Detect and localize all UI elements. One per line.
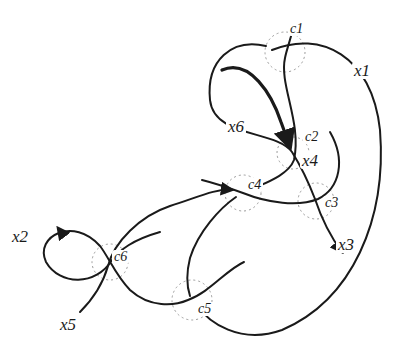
crossing-label: c2 bbox=[303, 130, 320, 144]
knot-strand bbox=[58, 228, 64, 236]
arc-label: x5 bbox=[58, 316, 78, 333]
knot-strands bbox=[44, 28, 381, 335]
crossing-label: c5 bbox=[196, 302, 213, 316]
arc-label: x4 bbox=[300, 152, 320, 169]
crossing-label: c3 bbox=[323, 196, 340, 210]
crossing-label: c6 bbox=[112, 250, 129, 264]
knot-strand bbox=[210, 44, 342, 252]
crossing-label: c1 bbox=[288, 22, 305, 36]
knot-strand bbox=[250, 28, 296, 190]
crossing-label: c4 bbox=[246, 178, 263, 192]
arc-label: x6 bbox=[226, 118, 246, 135]
arc-label: x1 bbox=[352, 62, 372, 79]
knot-strand bbox=[80, 190, 232, 312]
arc-label: x3 bbox=[336, 236, 356, 253]
knot-strand bbox=[187, 197, 236, 296]
crossing-circles bbox=[92, 32, 334, 320]
knot-strand bbox=[44, 231, 244, 304]
arc-label: x2 bbox=[10, 228, 30, 245]
